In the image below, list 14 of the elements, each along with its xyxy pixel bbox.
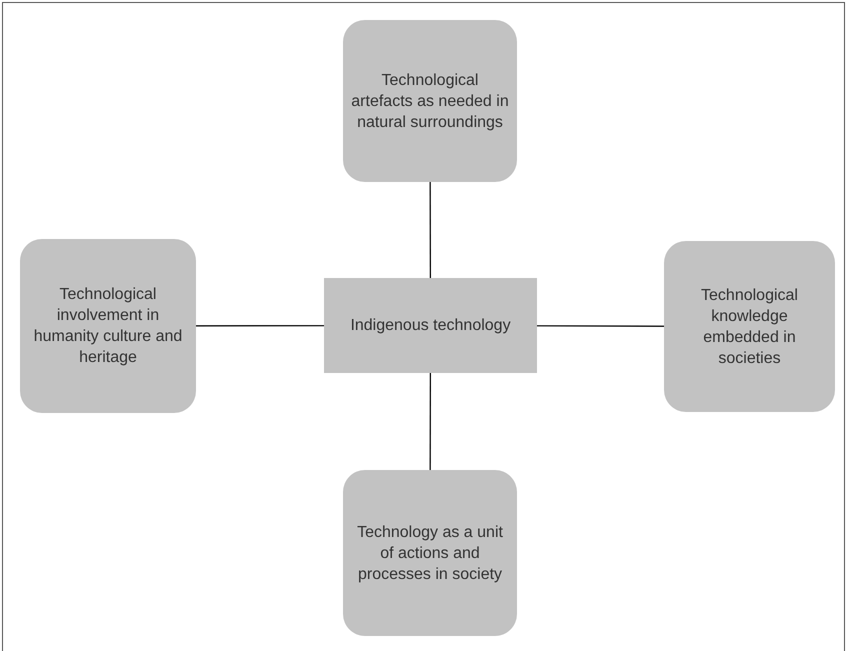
node-label: Technological artefacts as needed in natural surroundings	[351, 70, 509, 132]
central-box	[324, 278, 537, 373]
node-label: Technological knowledge embedded in societies	[700, 286, 799, 368]
rounded-box	[20, 239, 196, 413]
connector-line	[196, 325, 324, 326]
connector-line	[430, 182, 431, 278]
connector-line	[430, 373, 431, 470]
rounded-box	[664, 241, 835, 412]
node-label: Indigenous technology	[350, 316, 511, 336]
rounded-box	[343, 20, 517, 182]
node-label: Technology as a unit of actions and processes in society	[356, 522, 504, 584]
connector-line	[537, 325, 664, 327]
node-label: Technological involvement in humanity culture and heritage	[32, 285, 184, 368]
rounded-box	[343, 470, 517, 636]
